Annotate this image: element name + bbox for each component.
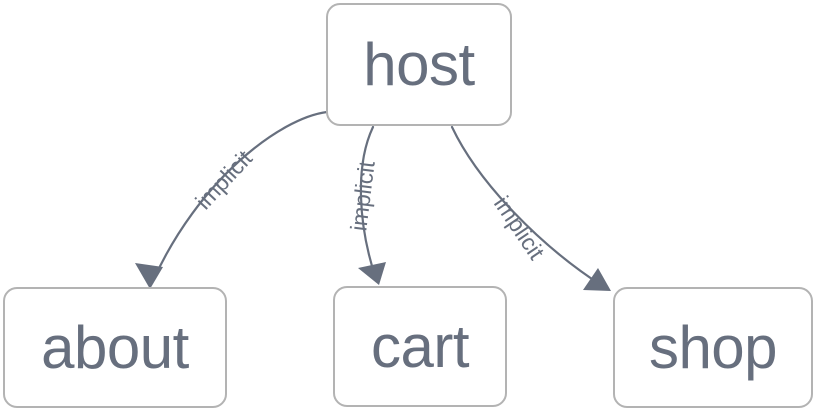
node-cart[interactable]: cart [333,286,507,407]
arrow-head-about [135,263,163,289]
node-shop-label: shop [648,313,778,381]
arrow-head-cart [358,262,386,285]
edge-host-cart[interactable] [358,125,386,285]
node-about[interactable]: about [3,287,227,408]
node-host[interactable]: host [326,3,512,126]
edge-host-about[interactable] [135,110,329,289]
arrow-head-shop [583,268,611,291]
edge-path-host-cart [359,125,378,281]
node-about-label: about [41,313,189,381]
node-host-label: host [363,30,475,98]
edge-path-host-shop [450,125,606,289]
edge-host-shop[interactable] [450,125,611,291]
node-cart-label: cart [370,312,470,380]
node-shop[interactable]: shop [613,287,813,408]
edge-path-host-about [150,110,329,285]
